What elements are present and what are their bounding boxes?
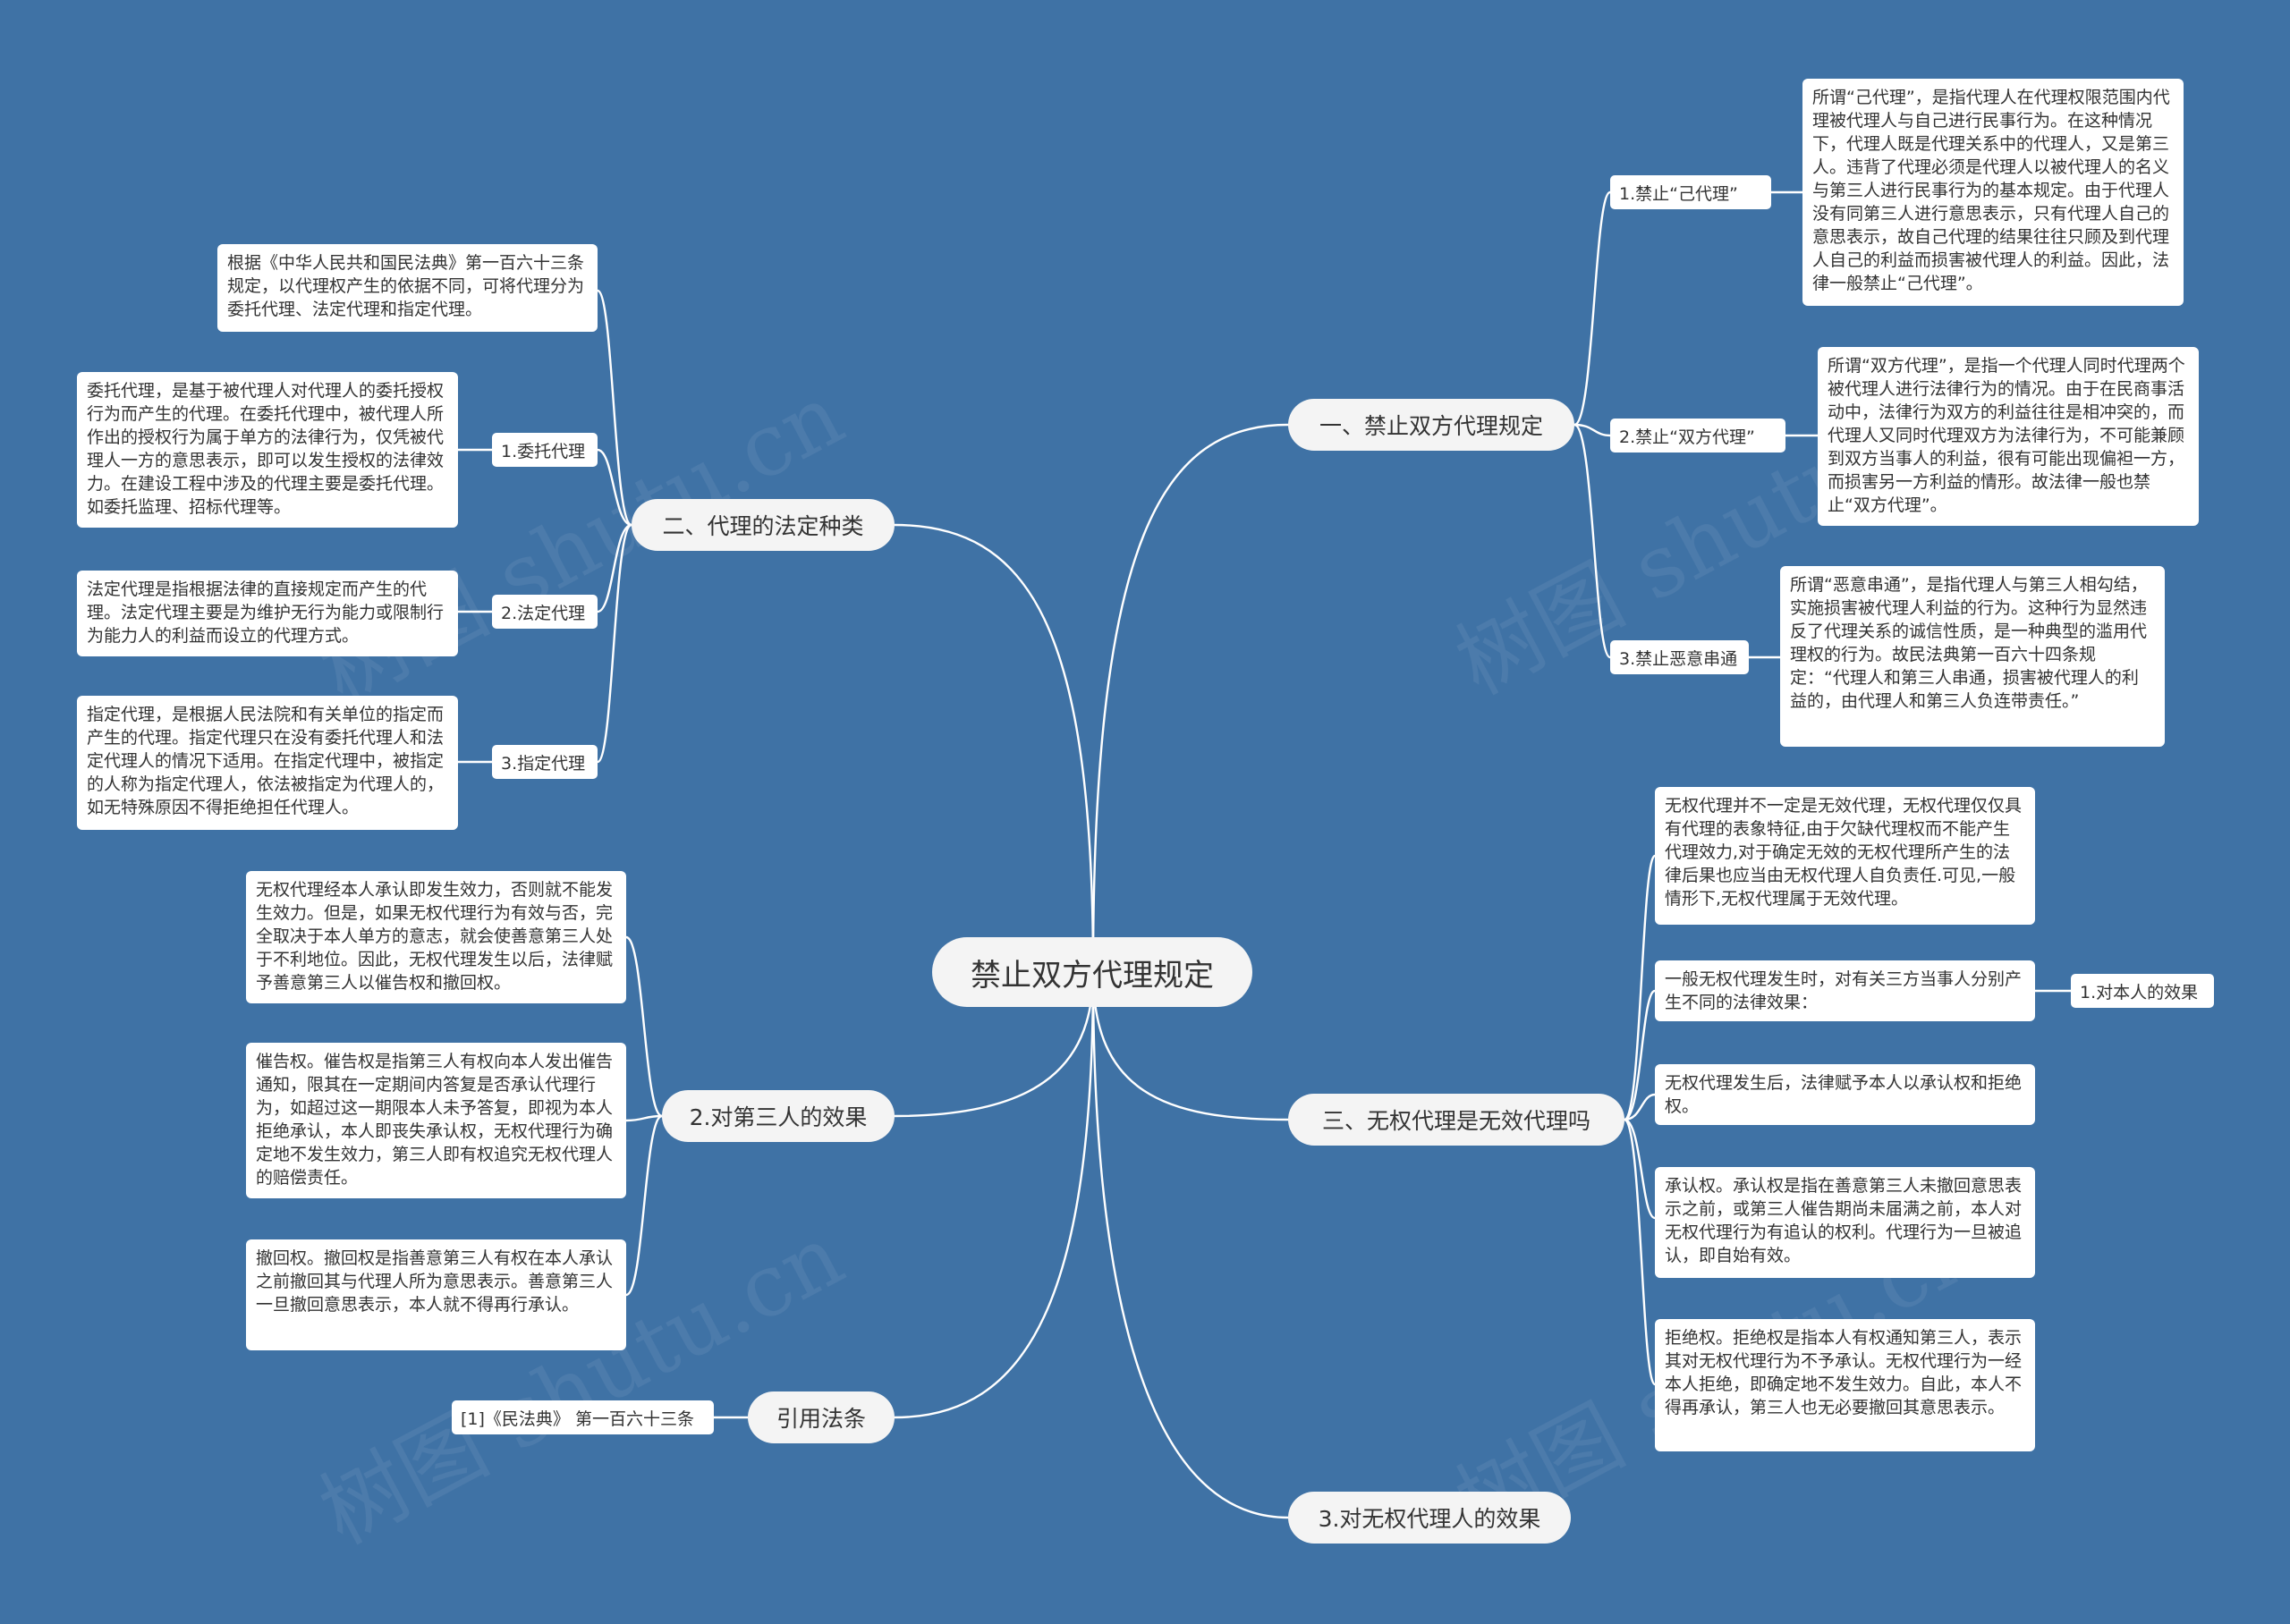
note-third-party-2: 催告权。催告权是指第三人有权向本人发出催告通知，限其在一定期间内答复是否承认代理… bbox=[246, 1043, 626, 1198]
link-rb2-note3 bbox=[1623, 1093, 1657, 1121]
note-entrusted-agency: 委托代理，是基于被代理人对代理人的委托授权行为而产生的代理。在委托代理中，被代理… bbox=[77, 372, 458, 528]
node-legal-agency[interactable]: 2.法定代理 bbox=[492, 595, 598, 629]
link-root-b1-right bbox=[1091, 423, 1290, 974]
node-prohibit-self-agency[interactable]: 1.禁止“己代理” bbox=[1610, 175, 1771, 209]
root-node[interactable]: 禁止双方代理规定 bbox=[932, 937, 1252, 1007]
node-prohibit-dual-agency[interactable]: 2.禁止“双方代理” bbox=[1610, 419, 1785, 453]
node-effect-on-principal[interactable]: 1.对本人的效果 bbox=[2071, 974, 2214, 1008]
link-rb1-item1 bbox=[1573, 190, 1612, 427]
note-dual-agency: 所谓“双方代理”，是指一个代理人同时代理两个被代理人进行法律行为的情况。由于在民… bbox=[1818, 347, 2199, 526]
note-unauthorized-4: 承认权。承认权是指在善意第三人未撤回意思表示之前，或第三人催告期尚未届满之前，本… bbox=[1655, 1167, 2035, 1278]
note-legal-agency: 法定代理是指根据法律的直接规定而产生的代理。法定代理主要是为维护无行为能力或限制… bbox=[77, 571, 458, 656]
node-prohibit-collusion[interactable]: 3.禁止恶意串通 bbox=[1610, 640, 1749, 674]
link-lb2-note3 bbox=[624, 1114, 664, 1297]
note-types-intro: 根据《中华人民共和国民法典》第一百六十三条规定，以代理权产生的依据不同，可将代理… bbox=[217, 244, 598, 332]
branch-unauthorized-agency[interactable]: 三、无权代理是无效代理吗 bbox=[1288, 1094, 1624, 1146]
link-lb1-item3 bbox=[596, 523, 633, 764]
note-collusion: 所谓“恶意串通”，是指代理人与第三人相勾结，实施损害被代理人利益的行为。这种行为… bbox=[1780, 566, 2165, 747]
link-root-b3-left bbox=[893, 970, 1095, 1419]
note-third-party-3: 撤回权。撤回权是指善意第三人有权在本人承认之前撤回其与代理人所为意思表示。善意第… bbox=[246, 1239, 626, 1350]
link-lb1-item2 bbox=[596, 523, 633, 613]
link-rb2-note1 bbox=[1623, 854, 1657, 1121]
link-rb1-item2 bbox=[1573, 423, 1612, 437]
link-lb2-note1 bbox=[624, 935, 664, 1118]
link-root-b2-left bbox=[893, 970, 1095, 1118]
link-rb2-note4 bbox=[1623, 1118, 1657, 1220]
link-root-b3-right bbox=[1091, 970, 1290, 1519]
link-root-b1-left bbox=[893, 523, 1095, 974]
branch-effect-on-agent[interactable]: 3.对无权代理人的效果 bbox=[1288, 1492, 1571, 1544]
note-designated-agency: 指定代理，是根据人民法院和有关单位的指定而产生的代理。指定代理只在没有委托代理人… bbox=[77, 696, 458, 830]
note-unauthorized-3: 无权代理发生后，法律赋予本人以承认权和拒绝权。 bbox=[1655, 1064, 2035, 1125]
node-entrusted-agency[interactable]: 1.委托代理 bbox=[492, 433, 598, 467]
link-lb1-item1 bbox=[596, 448, 633, 527]
node-designated-agency[interactable]: 3.指定代理 bbox=[492, 745, 598, 779]
link-root-b2-right bbox=[1091, 970, 1290, 1121]
link-lb2-note2 bbox=[624, 1114, 664, 1122]
branch-effect-on-third-party[interactable]: 2.对第三人的效果 bbox=[662, 1090, 895, 1142]
note-unauthorized-5: 拒绝权。拒绝权是指本人有权通知第三人，表示其对无权代理行为不予承认。无权代理行为… bbox=[1655, 1319, 2035, 1451]
link-rb2-note5 bbox=[1623, 1118, 1657, 1386]
note-unauthorized-1: 无权代理并不一定是无效代理，无权代理仅仅具有代理的表象特征,由于欠缺代理权而不能… bbox=[1655, 787, 2035, 925]
note-self-agency: 所谓“己代理”，是指代理人在代理权限范围内代理被代理人与自己进行民事行为。在这种… bbox=[1802, 79, 2184, 306]
branch-prohibit-dual-agency[interactable]: 一、禁止双方代理规定 bbox=[1288, 399, 1574, 451]
node-cited-article[interactable]: [1]《民法典》 第一百六十三条 bbox=[452, 1400, 714, 1434]
link-rb1-item3 bbox=[1573, 423, 1612, 659]
branch-cited-law[interactable]: 引用法条 bbox=[748, 1391, 895, 1443]
link-rb2-note2 bbox=[1623, 989, 1657, 1121]
link-lb1-intro bbox=[596, 289, 633, 527]
note-third-party-1: 无权代理经本人承认即发生效力，否则就不能发生效力。但是，如果无权代理行为有效与否… bbox=[246, 871, 626, 1003]
note-unauthorized-2: 一般无权代理发生时，对有关三方当事人分别产生不同的法律效果： bbox=[1655, 960, 2035, 1021]
branch-statutory-types[interactable]: 二、代理的法定种类 bbox=[632, 499, 895, 551]
